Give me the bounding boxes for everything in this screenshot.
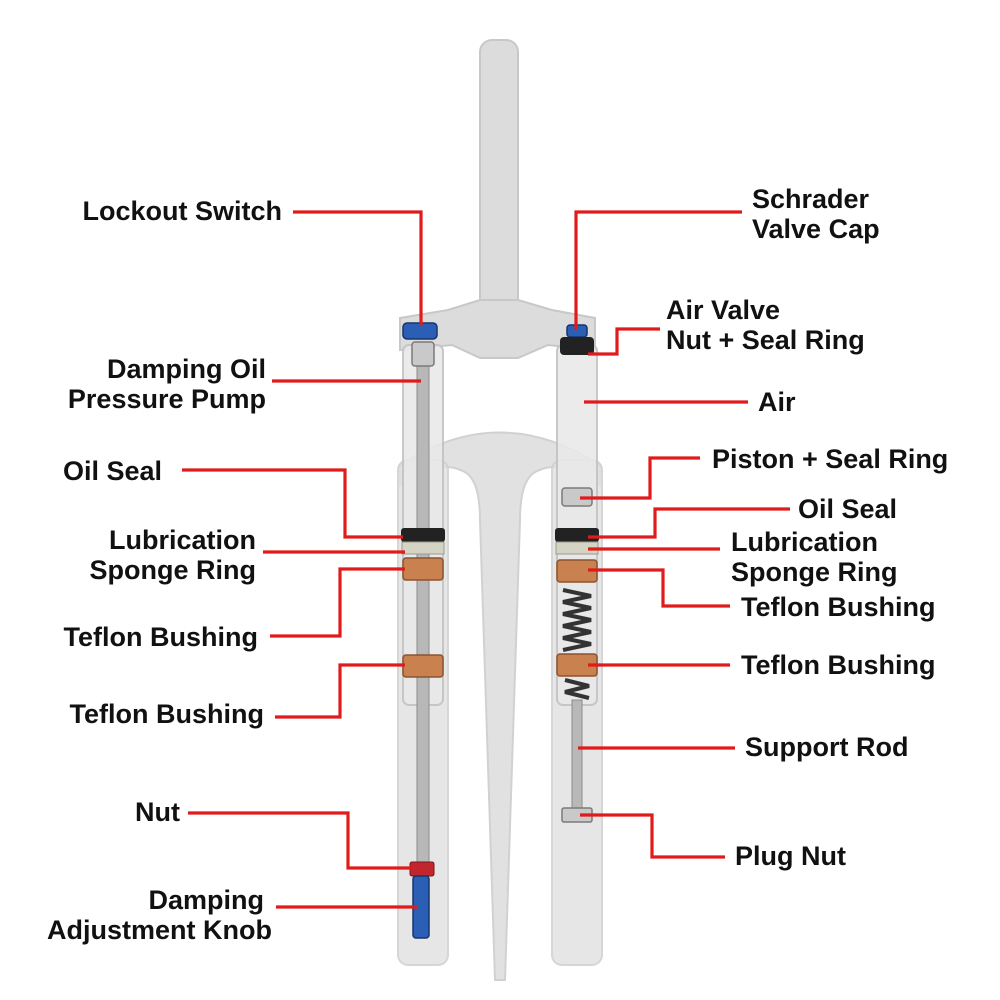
label-plug-nut: Plug Nut xyxy=(735,841,935,871)
label-teflon-right-1: Teflon Bushing xyxy=(741,592,991,622)
steerer-tube xyxy=(479,39,519,316)
label-teflon-right-2: Teflon Bushing xyxy=(741,650,991,680)
leader-piston xyxy=(580,456,700,500)
label-piston-line1: Piston + Seal Ring xyxy=(712,444,949,474)
label-teflon-left-2: Teflon Bushing xyxy=(20,699,264,729)
left-bushing-1-part xyxy=(402,557,444,581)
label-air-valve-nut: Air Valve Nut + Seal Ring xyxy=(666,295,986,355)
label-damping-knob-line2: Adjustment Knob xyxy=(47,915,272,945)
support-rod-part xyxy=(571,699,583,811)
coil-spring xyxy=(562,588,592,652)
nut-part xyxy=(409,861,435,877)
left-oil-seal-part xyxy=(401,528,445,542)
label-oil-seal-right: Oil Seal xyxy=(798,494,978,524)
right-oil-seal-part xyxy=(555,528,599,542)
label-air-line1: Air xyxy=(758,387,796,417)
label-support-rod-line1: Support Rod xyxy=(745,732,909,762)
left-lube-ring-part xyxy=(401,541,445,555)
label-lockout-switch-line1: Lockout Switch xyxy=(82,196,282,226)
label-lube-right: Lubrication Sponge Ring xyxy=(731,527,981,587)
label-lube-left-line2: Sponge Ring xyxy=(89,555,256,585)
leader-air-valve-nut xyxy=(588,327,660,356)
label-damping-pump: Damping Oil Pressure Pump xyxy=(20,354,266,414)
right-stanchion xyxy=(556,344,598,706)
leader-teflon-right-1 xyxy=(588,568,730,608)
left-bushing-2-part xyxy=(402,654,444,678)
air-valve-nut-part xyxy=(560,337,594,355)
label-lube-left: Lubrication Sponge Ring xyxy=(20,525,256,585)
leader-oil-seal-right xyxy=(588,507,790,539)
label-teflon-left-2-line1: Teflon Bushing xyxy=(69,699,264,729)
leader-teflon-left-2 xyxy=(275,663,405,719)
lower-spring xyxy=(564,678,590,700)
damping-rod xyxy=(416,359,430,871)
label-plug-nut-line1: Plug Nut xyxy=(735,841,846,871)
label-damping-knob: Damping Adjustment Knob xyxy=(10,885,272,945)
fork-arch xyxy=(399,431,601,981)
pump-head xyxy=(411,341,435,367)
leader-schrader-cap xyxy=(574,210,742,330)
label-teflon-left-1-line1: Teflon Bushing xyxy=(63,622,258,652)
label-air-valve-nut-line2: Nut + Seal Ring xyxy=(666,325,865,355)
label-support-rod: Support Rod xyxy=(745,732,985,762)
label-lube-right-line2: Sponge Ring xyxy=(731,557,898,587)
leader-nut xyxy=(188,811,412,870)
label-schrader-cap-line2: Valve Cap xyxy=(752,214,880,244)
leader-lockout-switch xyxy=(293,210,423,326)
leader-plug-nut xyxy=(580,813,725,859)
label-teflon-right-1-line1: Teflon Bushing xyxy=(741,592,936,622)
label-nut: Nut xyxy=(20,797,180,827)
label-nut-line1: Nut xyxy=(135,797,180,827)
label-oil-seal-left-line1: Oil Seal xyxy=(62,456,162,486)
leader-oil-seal-left xyxy=(182,468,403,539)
label-lube-right-line1: Lubrication xyxy=(731,527,878,557)
label-oil-seal-right-line1: Oil Seal xyxy=(798,494,898,524)
fork-crown xyxy=(399,299,596,359)
label-teflon-right-2-line1: Teflon Bushing xyxy=(741,650,936,680)
label-lockout-switch: Lockout Switch xyxy=(40,196,282,226)
label-piston: Piston + Seal Ring xyxy=(712,444,992,474)
leader-teflon-left-1 xyxy=(270,567,405,638)
label-teflon-left-1: Teflon Bushing xyxy=(20,622,258,652)
label-schrader-cap: Schrader Valve Cap xyxy=(752,184,982,244)
label-damping-pump-line2: Pressure Pump xyxy=(67,384,266,414)
label-damping-knob-line1: Damping xyxy=(148,885,264,915)
label-schrader-cap-line1: Schrader xyxy=(752,184,870,214)
label-oil-seal-left: Oil Seal xyxy=(20,456,162,486)
leader-lines xyxy=(182,210,790,909)
label-lube-left-line1: Lubrication xyxy=(109,525,256,555)
label-air: Air xyxy=(758,387,838,417)
label-air-valve-nut-line1: Air Valve xyxy=(666,295,781,325)
label-damping-pump-line1: Damping Oil xyxy=(106,354,266,384)
